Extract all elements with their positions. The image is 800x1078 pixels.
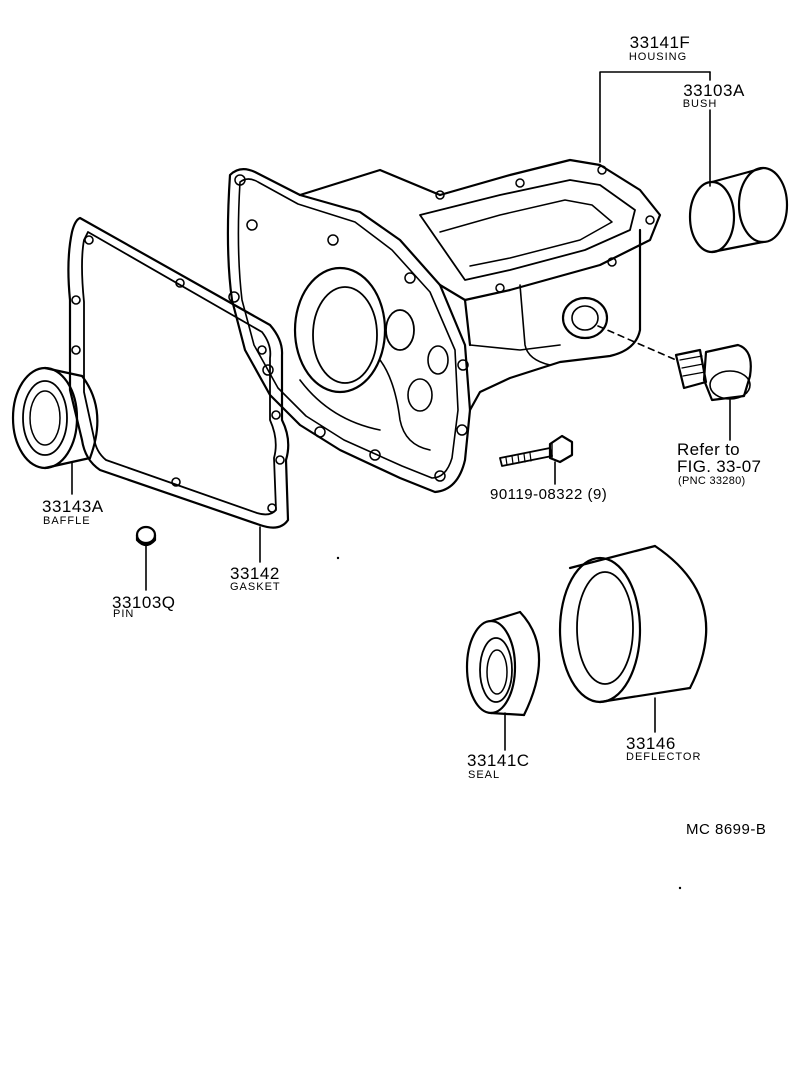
deflector-drawing [558, 544, 708, 704]
housing-part-name: HOUSING [628, 51, 688, 63]
drain-plug-drawing [597, 325, 752, 402]
pin-part-name: PIN [113, 608, 135, 620]
reference-line-1: Refer to [677, 440, 740, 459]
seal-part-name: SEAL [468, 769, 501, 781]
bush-drawing [688, 166, 789, 254]
pin-drawing [135, 525, 157, 547]
housing-drawing [226, 158, 662, 494]
reference-pnc: (PNC 33280) [678, 475, 746, 487]
gasket-part-name: GASKET [230, 581, 281, 593]
bolt-drawing [499, 434, 574, 467]
baffle-drawing [11, 366, 99, 470]
diagram-code: MC 8699-B [686, 821, 767, 838]
bush-part-name: BUSH [682, 98, 718, 110]
gasket-part-number: 33142 [230, 564, 280, 583]
gasket-drawing [67, 216, 290, 529]
deflector-part-number: 33146 [626, 734, 676, 753]
baffle-part-number: 33143A [42, 497, 104, 516]
leader-lines [71, 71, 731, 751]
reference-figure: FIG. 33-07 [677, 457, 762, 476]
seal-part-number: 33141C [467, 751, 530, 770]
pin-part-number: 33103Q [112, 593, 176, 612]
housing-part-number: 33141F [629, 33, 691, 52]
deflector-part-name: DEFLECTOR [626, 751, 702, 763]
bolt-part-number: 90119-08322 (9) [490, 486, 608, 503]
baffle-part-name: BAFFLE [43, 515, 91, 527]
seal-drawing [465, 610, 541, 717]
bush-part-number: 33103A [683, 81, 745, 100]
